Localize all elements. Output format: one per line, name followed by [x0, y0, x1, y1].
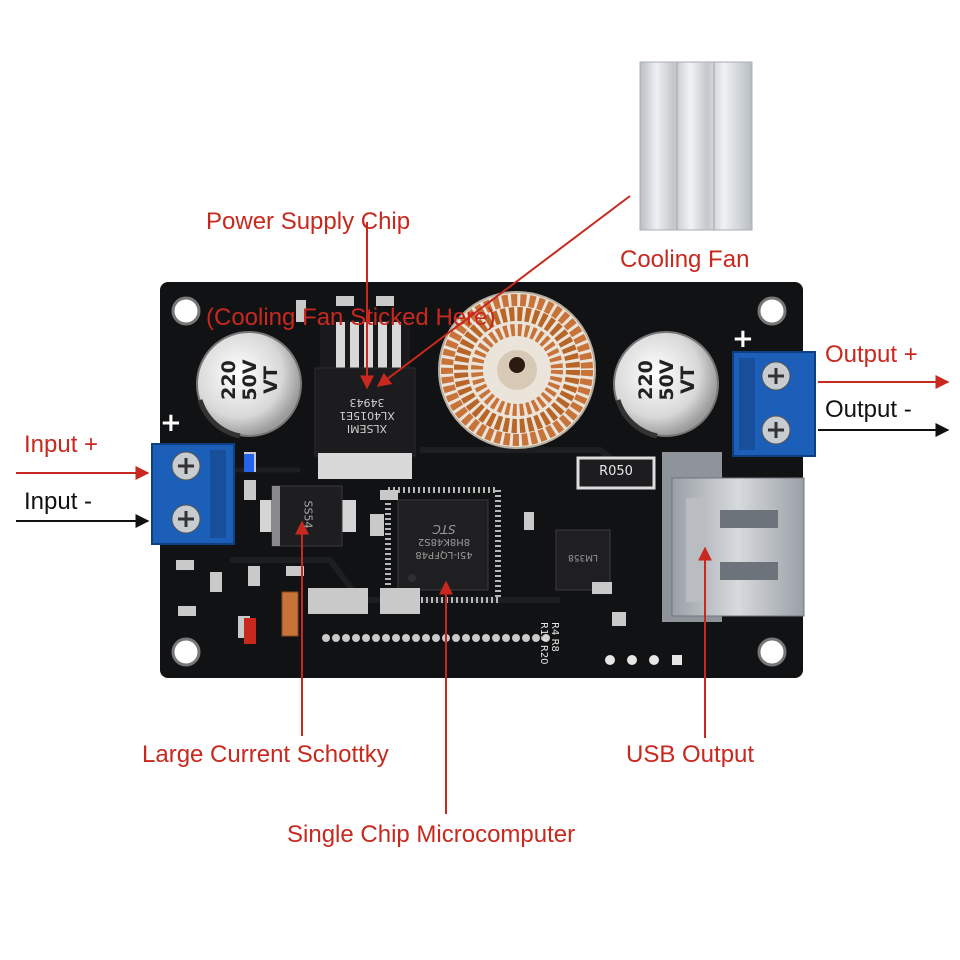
mcu-markings: 45I-LQFP48 8H8K48S2 STC: [402, 522, 486, 561]
input-terminal-block: [151, 443, 235, 545]
mcu-label: Single Chip Microcomputer: [287, 821, 576, 848]
output-plus-label: Output +: [825, 341, 918, 368]
ref-r8: R8: [549, 638, 560, 652]
output-terminal-block: [732, 351, 816, 457]
capacitor-right: [613, 331, 719, 439]
input-plus-label: Input +: [24, 431, 99, 458]
resistor-marking: R050: [599, 464, 633, 479]
red-diode: [244, 618, 256, 644]
cap-right-line1: 220: [635, 360, 657, 400]
heatsink: [639, 61, 753, 231]
output-plus-sign: +: [732, 324, 754, 354]
mcu-brand: STC: [432, 522, 456, 536]
blue-led: [244, 454, 254, 472]
cooling-fan-label: Cooling Fan: [620, 246, 750, 273]
cap-right-line3: VT: [677, 366, 699, 394]
cap-right-line2: 50V: [656, 359, 678, 401]
diode-marking: SS54: [301, 500, 315, 529]
cap-right-text: 220 50V VT: [635, 335, 699, 425]
usb-output-label: USB Output: [626, 741, 755, 768]
ref-r4: R4: [549, 622, 560, 636]
via-pads: [605, 655, 682, 665]
capacitor-left: [196, 331, 302, 439]
sense-resistor: [576, 456, 656, 490]
toroid-inductor: [438, 291, 596, 449]
power-chip-label-line1: Power Supply Chip: [206, 208, 411, 235]
usb-port: [662, 452, 805, 622]
chip-brand: XLSEMI: [346, 422, 388, 435]
schottky-diode: [260, 485, 356, 547]
leader-lines: [16, 195, 950, 814]
orange-capacitor: [281, 591, 299, 637]
opamp-chip: [555, 529, 611, 591]
mcu-model: 8H8K48S2: [417, 536, 471, 547]
mcu-code: 45I-LQFP48: [415, 549, 473, 560]
input-plus-sign: +: [160, 408, 182, 438]
schottky-label: Large Current Schottky: [142, 741, 389, 768]
chip-model: XL4015E1: [339, 409, 395, 422]
output-minus-label: Output -: [825, 396, 912, 423]
chip-code: 34943: [349, 396, 385, 409]
power-chip-label-line2: (Cooling Fan Sticked Here): [206, 304, 496, 331]
mounting-holes: [171, 296, 787, 667]
mcu-chip: [385, 487, 501, 603]
ref-r20: R20: [538, 644, 549, 665]
power-chip-markings: XLSEMI XL4015E1 34943: [322, 396, 412, 435]
pin-header-row: [322, 634, 550, 642]
input-minus-label: Input -: [24, 488, 93, 515]
ref-r19: R19: [538, 622, 549, 642]
opamp-marking: LM358: [568, 552, 598, 562]
power-chip-label: Power Supply Chip (Cooling Fan Sticked H…: [206, 142, 495, 366]
ref-designators: R4 R8 R19 R20: [538, 622, 560, 665]
